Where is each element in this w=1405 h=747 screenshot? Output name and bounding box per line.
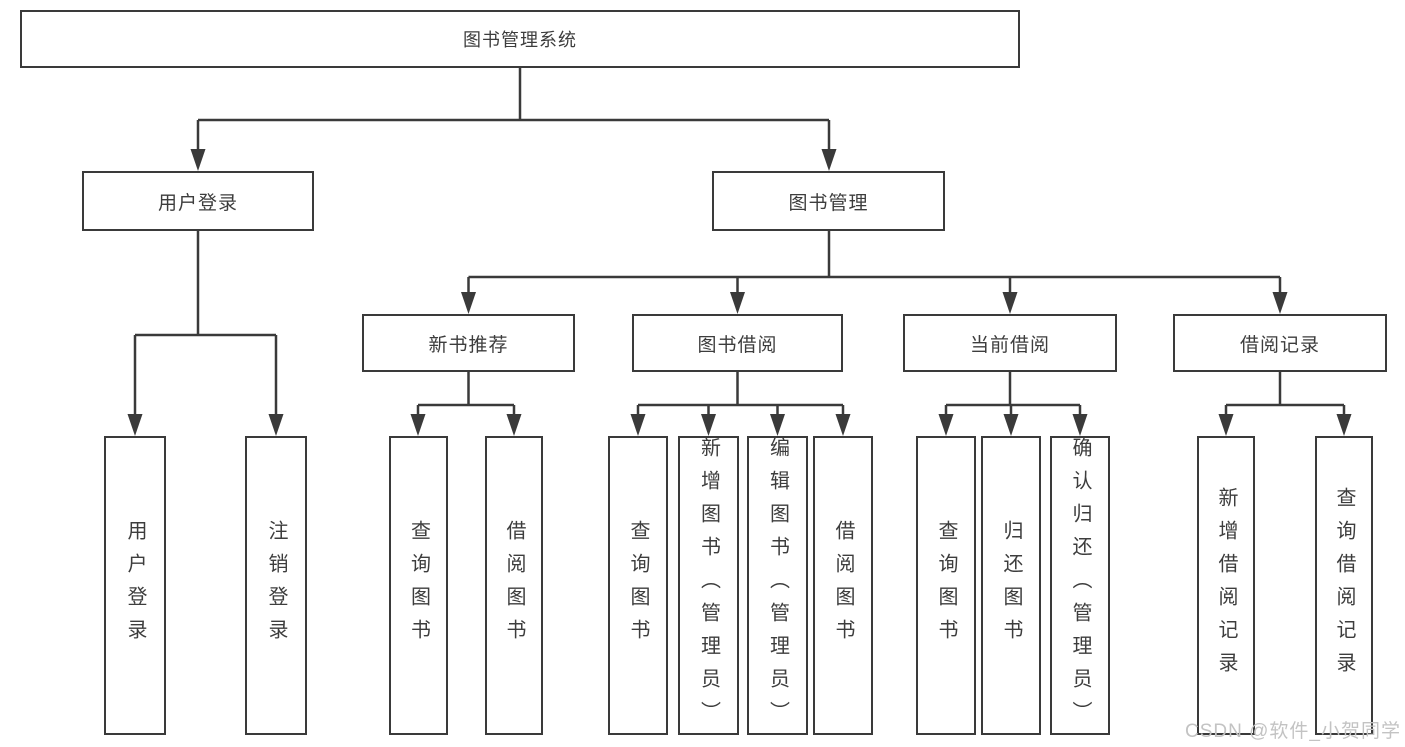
leaf-user-login: 用户登录 [104, 436, 166, 735]
arrowhead [728, 290, 747, 316]
leaf-borrow-books: 借阅图书 [813, 436, 873, 735]
connector-book-management [459, 231, 1289, 316]
leaf-label: 查询图书 [407, 519, 430, 652]
connector-user-login [126, 231, 285, 438]
leaf-logout: 注销登录 [245, 436, 307, 735]
arrowhead [768, 412, 787, 438]
node-library-system: 图书管理系统 [20, 10, 1020, 68]
leaf-label: 查询图书 [935, 519, 957, 652]
leaf-query-borrow-record: 查询借阅记录 [1315, 436, 1373, 735]
connector-book-borrow [629, 372, 852, 438]
leaf-label: 查询借阅记录 [1333, 486, 1355, 685]
leaf-label: 用户登录 [124, 519, 146, 652]
leaf-add-books-admin: 新增图书（管理员） [678, 436, 739, 735]
arrowhead [1001, 290, 1019, 316]
arrowhead [1002, 412, 1020, 438]
leaf-borrow-books-recommend: 借阅图书 [485, 436, 543, 735]
leaf-add-borrow-record: 新增借阅记录 [1197, 436, 1255, 735]
node-borrow-records: 借阅记录 [1173, 314, 1387, 372]
arrowhead [1335, 412, 1353, 438]
arrowhead [1217, 412, 1235, 438]
leaf-label: 借阅图书 [832, 519, 854, 652]
leaf-label: 查询图书 [627, 519, 649, 652]
connector-current-borrow [937, 372, 1089, 438]
node-book-management: 图书管理 [712, 171, 945, 231]
node-book-borrow: 图书借阅 [632, 314, 843, 372]
connector-root [189, 68, 838, 173]
arrowhead [937, 412, 955, 438]
leaf-query-books-recommend: 查询图书 [389, 436, 448, 735]
connector-new-book-recommend [409, 372, 523, 438]
csdn-watermark: CSDN @软件_小贺同学 [1185, 721, 1401, 742]
arrowhead [629, 412, 647, 438]
leaf-query-books-current: 查询图书 [916, 436, 976, 735]
connector-borrow-records [1217, 372, 1353, 438]
node-current-borrow: 当前借阅 [903, 314, 1117, 372]
arrowhead [834, 412, 852, 438]
arrowhead [409, 412, 427, 438]
node-user-login: 用户登录 [82, 171, 314, 231]
arrowhead [699, 412, 718, 438]
leaf-label: 注销登录 [265, 519, 287, 652]
arrowhead [1071, 412, 1089, 438]
leaf-confirm-return-admin: 确认归还（管理员） [1050, 436, 1110, 735]
arrowhead [267, 412, 285, 438]
arrowhead [820, 147, 838, 173]
leaf-label: 借阅图书 [503, 519, 525, 652]
leaf-label: 新增图书（管理员） [697, 437, 720, 734]
node-new-book-recommend: 新书推荐 [362, 314, 575, 372]
arrowhead [505, 412, 523, 438]
leaf-query-books-borrow: 查询图书 [608, 436, 668, 735]
leaf-label: 编辑图书（管理员） [766, 437, 789, 734]
leaf-return-books: 归还图书 [981, 436, 1041, 735]
leaf-label: 确认归还（管理员） [1069, 437, 1091, 734]
arrowhead [189, 147, 207, 173]
leaf-label: 归还图书 [1000, 519, 1022, 652]
arrowhead [459, 290, 478, 316]
arrowhead [126, 412, 144, 438]
leaf-label: 新增借阅记录 [1215, 486, 1237, 685]
arrowhead [1271, 290, 1289, 316]
leaf-edit-books-admin: 编辑图书（管理员） [747, 436, 808, 735]
